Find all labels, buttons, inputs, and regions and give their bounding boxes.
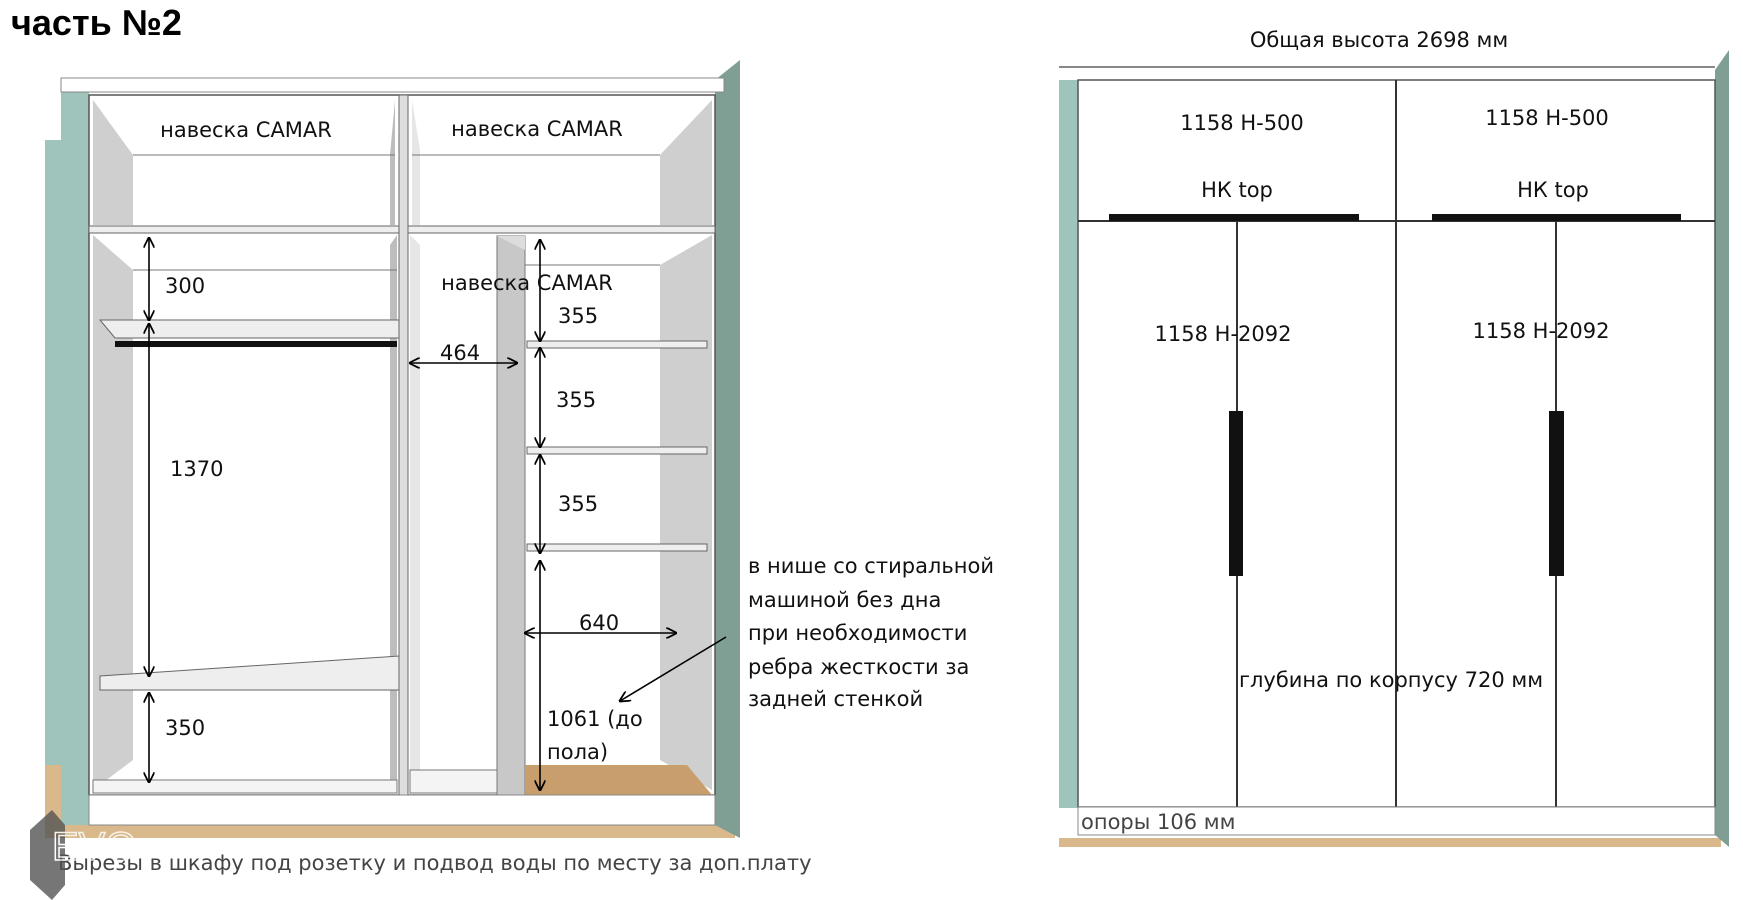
top-right-size: 1158 Н-500 bbox=[1485, 106, 1609, 130]
evo-watermark-logo: EVO bbox=[30, 810, 137, 900]
door-handle-left bbox=[1229, 411, 1243, 576]
total-height-label: Общая высота 2698 мм bbox=[1250, 28, 1508, 52]
side-right bbox=[1715, 50, 1729, 847]
depth-label: глубина по корпусу 720 мм bbox=[1239, 668, 1543, 692]
wardrobe-interior-view: навеска CAMAR навеска CAMAR навеска CAMA… bbox=[45, 60, 994, 838]
dim-350: 350 bbox=[165, 716, 205, 740]
top-cover bbox=[60, 77, 725, 93]
door-handle-right bbox=[1549, 411, 1564, 576]
svg-text:задней стенкой: задней стенкой bbox=[748, 687, 923, 711]
top-right-fitting: НК top bbox=[1517, 178, 1589, 202]
wardrobe-facade-view: Общая высота 2698 мм 1158 Н-500 1158 Н-5… bbox=[1059, 28, 1729, 847]
svg-text:EVO: EVO bbox=[52, 825, 136, 869]
dim-355-1: 355 bbox=[558, 304, 598, 328]
top-handle-left bbox=[1109, 214, 1359, 221]
niche-floor bbox=[525, 765, 712, 795]
dim-640: 640 bbox=[579, 611, 619, 635]
page-title: часть №2 bbox=[11, 2, 182, 43]
dim-1370: 1370 bbox=[170, 457, 223, 481]
svg-text:в нише со стиральной: в нише со стиральной bbox=[748, 554, 994, 578]
rod-shelf bbox=[98, 319, 400, 339]
bottom-left-size: 1158 Н-2092 bbox=[1155, 322, 1292, 346]
hanging-rod bbox=[115, 341, 397, 347]
label-hanger-top-right: навеска CAMAR bbox=[451, 117, 623, 141]
dim-355-3: 355 bbox=[558, 492, 598, 516]
dim-464: 464 bbox=[440, 341, 480, 365]
bottom-right-size: 1158 Н-2092 bbox=[1473, 319, 1610, 343]
dim-1061-line2: пола) bbox=[547, 740, 608, 764]
side-right bbox=[715, 60, 740, 838]
floor bbox=[1059, 838, 1721, 847]
label-hanger-top-left: навеска CAMAR bbox=[160, 118, 332, 142]
side-left bbox=[1059, 80, 1078, 808]
svg-text:машиной без дна: машиной без дна bbox=[748, 588, 941, 612]
dimension-arrows bbox=[149, 238, 727, 790]
bottom-caption: Вырезы в шкафу под розетку и подвод воды… bbox=[58, 851, 812, 875]
right-divider bbox=[496, 235, 526, 796]
dim-1061-line1: 1061 (до bbox=[547, 707, 643, 731]
svg-text:при необходимости: при необходимости bbox=[748, 621, 967, 645]
dim-355-2: 355 bbox=[556, 388, 596, 412]
shelf-1 bbox=[526, 340, 708, 349]
bottom-shelf bbox=[99, 655, 400, 691]
center-divider bbox=[398, 94, 409, 796]
supports-plinth bbox=[1077, 806, 1716, 836]
plinth bbox=[88, 794, 716, 826]
dim-300: 300 bbox=[165, 274, 205, 298]
top-left-size: 1158 Н-500 bbox=[1180, 111, 1304, 135]
niche-note: в нише со стиральной машиной без дна при… bbox=[748, 554, 994, 711]
supports-label: опоры 106 мм bbox=[1081, 810, 1235, 834]
side-left bbox=[61, 92, 89, 825]
top-left-fitting: НК top bbox=[1201, 178, 1273, 202]
shelf-3 bbox=[526, 543, 708, 552]
label-hanger-middle: навеска CAMAR bbox=[441, 271, 613, 295]
top-handle-right bbox=[1432, 214, 1681, 221]
shelf-2 bbox=[526, 446, 708, 455]
svg-text:ребра жесткости за: ребра жесткости за bbox=[748, 655, 969, 679]
wall-left bbox=[45, 140, 63, 830]
